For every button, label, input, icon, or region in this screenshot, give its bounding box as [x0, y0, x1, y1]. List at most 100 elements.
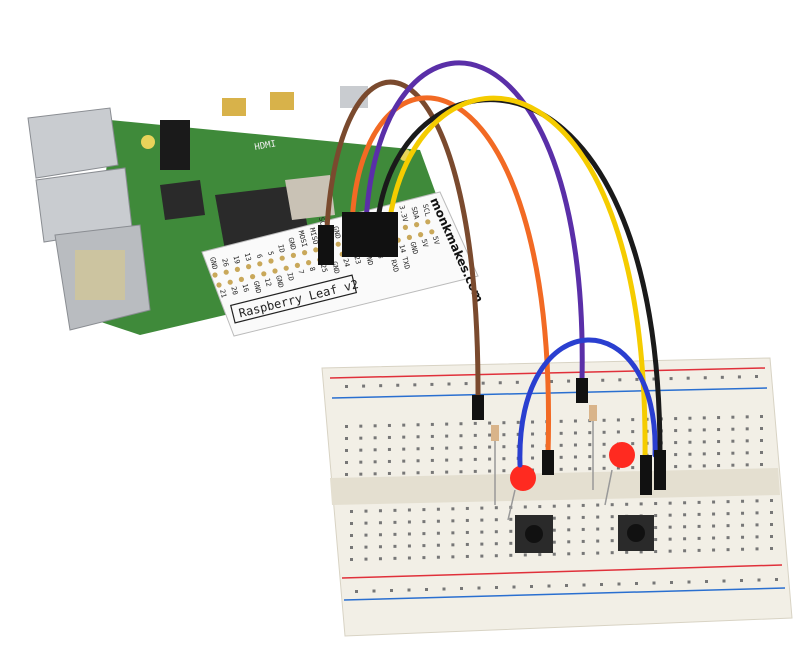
- breadboard-hole: [717, 416, 721, 420]
- header-pin: [268, 258, 274, 264]
- breadboard-hole: [538, 505, 542, 509]
- breadboard-hole: [425, 588, 428, 591]
- breadboard-hole: [755, 511, 759, 515]
- breadboard-hole: [617, 582, 621, 586]
- breadboard-hole: [350, 558, 353, 561]
- breadboard-hole: [631, 442, 635, 446]
- pin-label: GND: [286, 237, 297, 251]
- pin-label: SCL: [421, 203, 432, 217]
- breadboard-hole: [416, 435, 420, 439]
- breadboard-hole: [407, 520, 411, 524]
- wire-purple: [363, 60, 585, 383]
- breadboard-hole: [498, 381, 502, 385]
- breadboard-hole: [668, 513, 672, 517]
- breadboard-hole: [726, 536, 730, 540]
- breadboard-hole: [625, 502, 629, 506]
- breadboard-hole: [697, 548, 701, 552]
- breadboard-hole: [600, 583, 603, 586]
- breadboard-hole: [488, 457, 492, 461]
- breadboard-hole: [559, 467, 563, 471]
- breadboard-hole: [345, 461, 348, 464]
- breadboard-hole: [559, 455, 563, 459]
- breadboard-hole: [402, 459, 406, 463]
- breadboard-hole: [683, 501, 687, 505]
- breadboard-hole: [760, 463, 763, 466]
- breadboard-hole: [547, 584, 551, 588]
- breadboard-hole: [364, 533, 368, 537]
- breadboard-hole: [480, 518, 484, 522]
- breadboard-hole: [601, 378, 605, 382]
- breadboard-hole: [515, 380, 519, 384]
- breadboard-hole: [770, 511, 773, 514]
- breadboard-hole: [436, 543, 440, 547]
- breadboard-hole: [602, 442, 606, 446]
- breadboard-hole: [639, 502, 643, 506]
- breadboard-hole: [445, 422, 449, 426]
- red-led: [510, 465, 536, 491]
- breadboard-hole: [687, 580, 691, 584]
- breadboard-hole: [697, 536, 701, 540]
- breadboard-hole: [422, 532, 426, 536]
- breadboard-hole: [552, 552, 556, 556]
- breadboard-hole: [702, 440, 706, 444]
- header-pin: [290, 252, 296, 258]
- header-pin: [227, 279, 233, 285]
- breadboard-hole: [652, 377, 656, 381]
- header-pin: [216, 282, 222, 288]
- breadboard-hole: [494, 518, 498, 522]
- breadboard-hole: [531, 456, 535, 460]
- breadboard-hole: [737, 375, 741, 379]
- breadboard-hole: [588, 455, 592, 459]
- breadboard-hole: [350, 546, 353, 549]
- breadboard-hole: [509, 529, 513, 533]
- breadboard-hole: [445, 434, 449, 438]
- breadboard-hole: [494, 530, 498, 534]
- breadboard-hole: [610, 527, 614, 531]
- breadboard-hole: [610, 503, 614, 507]
- breadboard-hole: [602, 418, 606, 422]
- breadboard-hole: [422, 508, 426, 512]
- breadboard-hole: [373, 460, 377, 464]
- breadboard-hole: [705, 580, 708, 583]
- breadboard-hole: [770, 535, 773, 538]
- breadboard-hole: [393, 508, 397, 512]
- breadboard-hole: [442, 587, 446, 591]
- breadboard-hole: [459, 422, 463, 426]
- breadboard-hole: [741, 547, 745, 551]
- breadboard-hole: [390, 589, 393, 592]
- breadboard-hole: [372, 589, 376, 593]
- breadboard-hole: [610, 539, 614, 543]
- breadboard-hole: [731, 451, 735, 455]
- audio-jack: [160, 120, 190, 170]
- pin-label: 7: [296, 269, 305, 275]
- pin-label: 16: [240, 283, 250, 293]
- breadboard-hole: [451, 555, 455, 559]
- breadboard-hole: [745, 439, 749, 443]
- breadboard-hole: [683, 525, 687, 529]
- pin-label: 20: [229, 286, 239, 296]
- breadboard-hole: [618, 378, 622, 382]
- breadboard-hole: [550, 380, 553, 383]
- pin-label: ID: [276, 244, 286, 254]
- breadboard-hole: [669, 377, 673, 381]
- breadboard-hole: [552, 540, 556, 544]
- breadboard-hole: [686, 376, 690, 380]
- pin-label: 25: [319, 263, 329, 273]
- breadboard-hole: [531, 444, 535, 448]
- breadboard-hole: [509, 541, 513, 545]
- breadboard-hole: [473, 433, 477, 437]
- breadboard-hole: [407, 556, 411, 560]
- pin-label: 21: [218, 289, 228, 299]
- header-pin: [425, 219, 431, 225]
- breadboard-hole: [530, 585, 533, 588]
- breadboard-hole: [345, 425, 348, 428]
- breadboard-hole: [726, 548, 730, 552]
- breadboard-hole: [602, 430, 606, 434]
- breadboard-hole: [407, 508, 411, 512]
- breadboard-hole: [345, 385, 348, 388]
- breadboard-hole: [387, 447, 391, 451]
- breadboard-hole: [477, 586, 481, 590]
- breadboard-hole: [378, 557, 382, 561]
- breadboard-hole: [402, 435, 406, 439]
- breadboard-hole: [464, 382, 468, 386]
